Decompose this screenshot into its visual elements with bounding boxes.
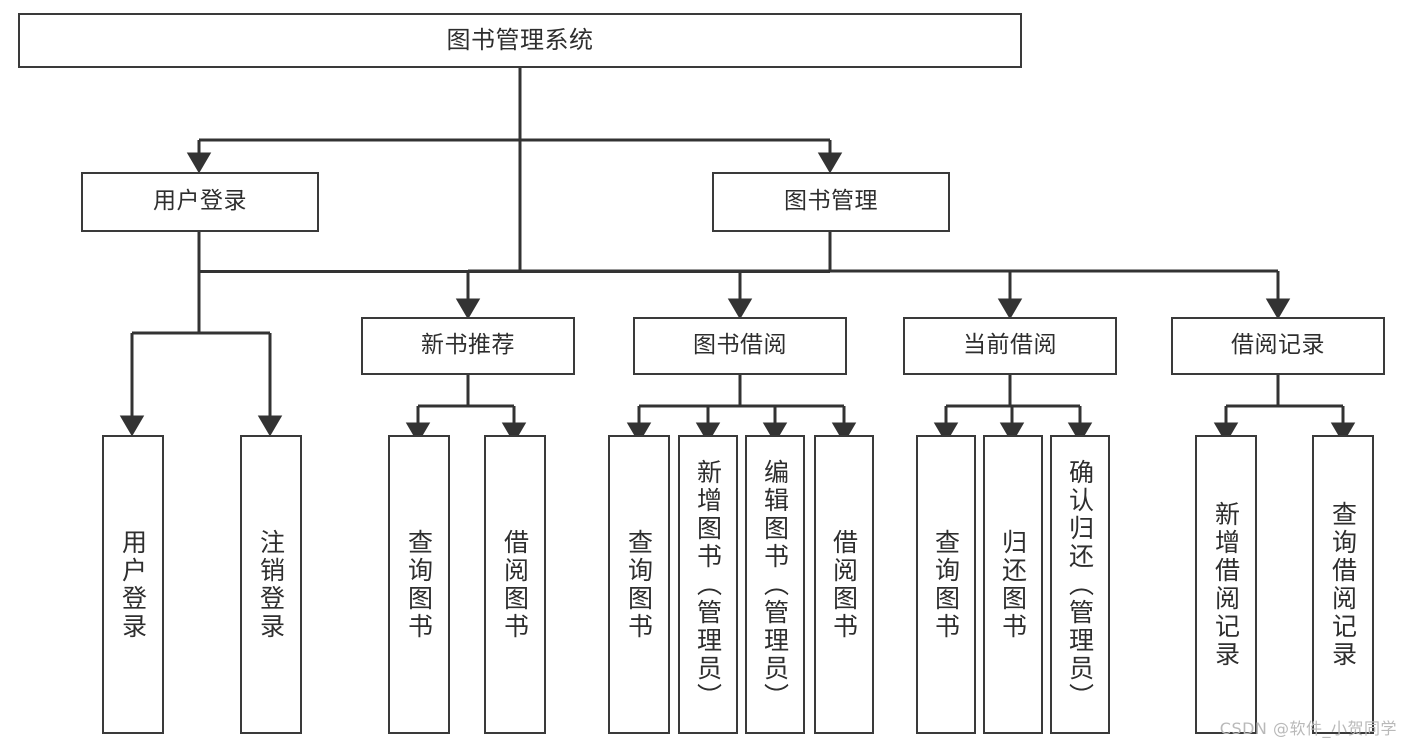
leaf-add-borrow-record[interactable]: 新增借阅记录 xyxy=(1195,435,1257,734)
node-label: 借阅记录 xyxy=(1231,332,1325,359)
node-label: 编辑图书（管理员） xyxy=(760,458,790,711)
node-new-book-recommend[interactable]: 新书推荐 xyxy=(361,317,575,375)
node-label: 查询借阅记录 xyxy=(1328,500,1358,669)
node-label: 查询图书 xyxy=(624,528,654,641)
node-label: 用户登录 xyxy=(118,528,148,641)
leaf-query-book-current[interactable]: 查询图书 xyxy=(916,435,976,734)
leaf-borrow-book-recommend[interactable]: 借阅图书 xyxy=(484,435,546,734)
node-book-borrow[interactable]: 图书借阅 xyxy=(633,317,847,375)
leaf-user-login[interactable]: 用户登录 xyxy=(102,435,164,734)
node-label: 图书管理系统 xyxy=(446,26,594,55)
node-label: 注销登录 xyxy=(256,528,286,641)
leaf-logout[interactable]: 注销登录 xyxy=(240,435,302,734)
node-label: 用户登录 xyxy=(153,188,247,215)
leaf-query-borrow-record[interactable]: 查询借阅记录 xyxy=(1312,435,1374,734)
node-label: 当前借阅 xyxy=(963,332,1057,359)
csdn-watermark: CSDN @软件_小贺同学 xyxy=(1219,719,1397,738)
node-label: 确认归还（管理员） xyxy=(1065,458,1095,711)
node-label: 新增借阅记录 xyxy=(1211,500,1241,669)
node-label: 新书推荐 xyxy=(421,332,515,359)
node-label: 新增图书（管理员） xyxy=(693,458,723,711)
node-label: 查询图书 xyxy=(931,528,961,641)
leaf-confirm-return-admin[interactable]: 确认归还（管理员） xyxy=(1050,435,1110,734)
leaf-query-book-borrow[interactable]: 查询图书 xyxy=(608,435,670,734)
leaf-edit-book-admin[interactable]: 编辑图书（管理员） xyxy=(745,435,805,734)
node-current-borrow[interactable]: 当前借阅 xyxy=(903,317,1117,375)
node-user-login[interactable]: 用户登录 xyxy=(81,172,319,232)
node-label: 归还图书 xyxy=(998,528,1028,641)
node-book-management[interactable]: 图书管理 xyxy=(712,172,950,232)
leaf-borrow-book[interactable]: 借阅图书 xyxy=(814,435,874,734)
node-label: 图书管理 xyxy=(784,188,878,215)
node-label: 查询图书 xyxy=(404,528,434,641)
node-label: 借阅图书 xyxy=(500,528,530,641)
leaf-query-book-recommend[interactable]: 查询图书 xyxy=(388,435,450,734)
node-label: 图书借阅 xyxy=(693,332,787,359)
leaf-return-book[interactable]: 归还图书 xyxy=(983,435,1043,734)
leaf-add-book-admin[interactable]: 新增图书（管理员） xyxy=(678,435,738,734)
node-label: 借阅图书 xyxy=(829,528,859,641)
node-book-management-system[interactable]: 图书管理系统 xyxy=(18,13,1022,68)
node-borrow-record[interactable]: 借阅记录 xyxy=(1171,317,1385,375)
